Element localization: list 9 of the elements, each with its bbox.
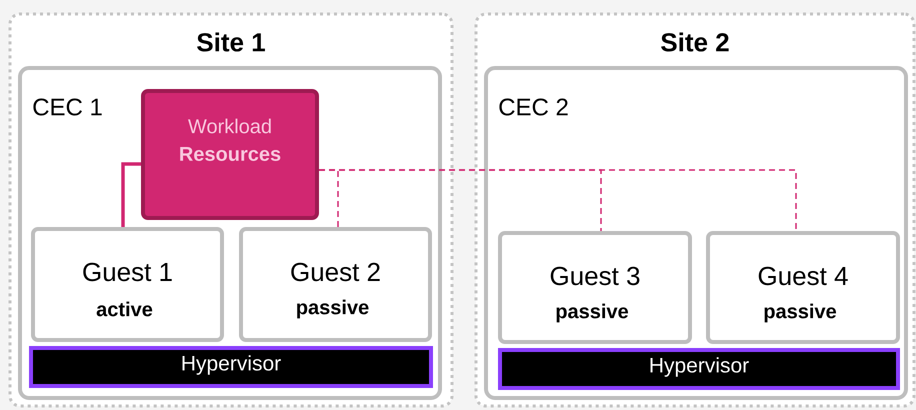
workload-box: Workload Resources (141, 89, 319, 220)
hypervisor-bar: Hypervisor (498, 348, 900, 390)
connector-line (319, 169, 797, 231)
hypervisor-bar: Hypervisor (29, 346, 433, 388)
guest-box: Guest 3 passive (498, 231, 692, 344)
connector-line (121, 162, 141, 227)
guest-box: Guest 4 passive (706, 231, 900, 344)
guest-box: Guest 1 active (31, 227, 224, 342)
guest-box: Guest 2 passive (239, 227, 432, 342)
